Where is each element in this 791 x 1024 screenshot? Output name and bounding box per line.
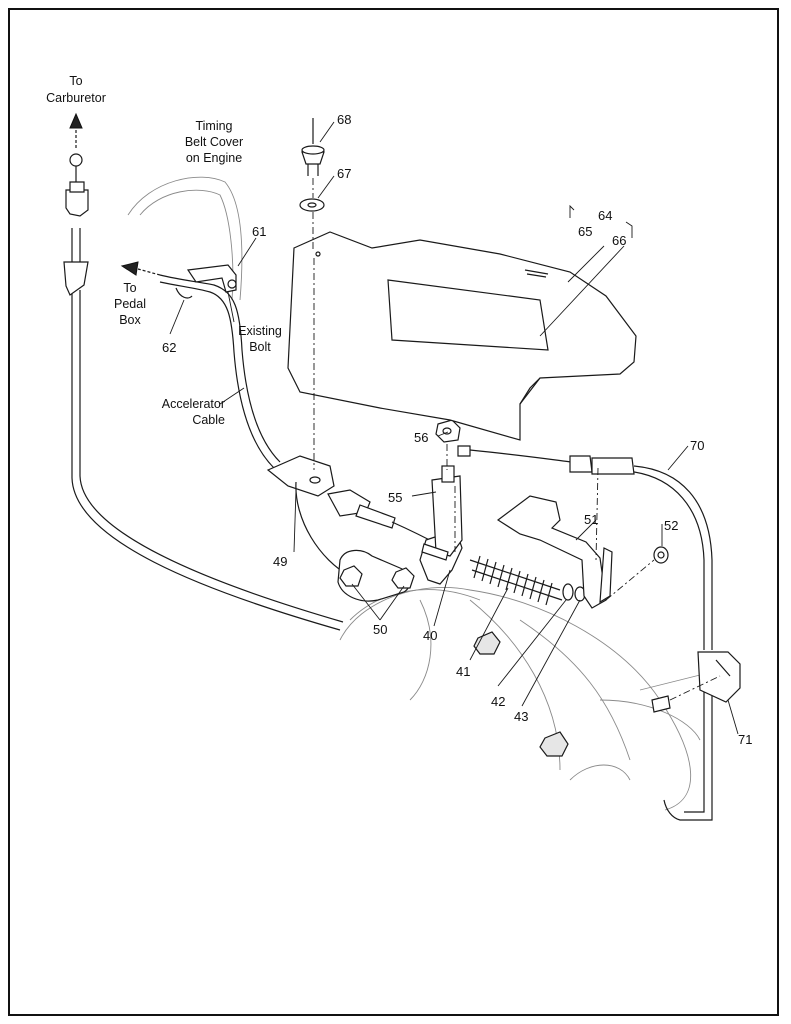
part-number: 68 bbox=[337, 112, 351, 127]
leader-lines bbox=[169, 121, 739, 735]
label-to-carburetor-line2: Carburetor bbox=[46, 91, 106, 105]
label-timing-belt-line3: on Engine bbox=[186, 151, 242, 165]
part-number: 70 bbox=[690, 438, 704, 453]
diagram-frame bbox=[8, 8, 779, 1016]
washer-67 bbox=[299, 198, 325, 212]
left-arrow-icon bbox=[120, 261, 161, 276]
governor-arm bbox=[421, 419, 463, 561]
part-number: 55 bbox=[388, 490, 402, 505]
accelerator-cable bbox=[159, 264, 281, 469]
label-timing-belt-cover: Timing Belt Cover on Engine bbox=[185, 119, 243, 165]
part-number: 50 bbox=[373, 622, 387, 637]
label-existing-bolt-line2: Bolt bbox=[249, 340, 271, 354]
label-to-pedal-line3: Box bbox=[119, 313, 141, 327]
part-number: 62 bbox=[162, 340, 176, 355]
part-numbers: 68 67 64 65 66 61 62 56 55 70 51 52 49 5… bbox=[162, 112, 752, 747]
part-number: 40 bbox=[423, 628, 437, 643]
part-number: 41 bbox=[456, 664, 470, 679]
engine-bolt-heads bbox=[473, 631, 569, 757]
part-number: 61 bbox=[252, 224, 266, 239]
up-arrow-icon bbox=[69, 112, 83, 148]
throttle-rod bbox=[457, 445, 713, 821]
label-existing-bolt-line1: Existing bbox=[238, 324, 282, 338]
part-number: 64 bbox=[598, 208, 612, 223]
label-to-pedal-line1: To bbox=[123, 281, 136, 295]
washer-52 bbox=[653, 546, 669, 564]
label-to-pedal-line2: Pedal bbox=[114, 297, 146, 311]
rivet-68 bbox=[301, 118, 325, 176]
part-number: 67 bbox=[337, 166, 351, 181]
part-number: 56 bbox=[414, 430, 428, 445]
part-number: 71 bbox=[738, 732, 752, 747]
label-to-carburetor: To Carburetor bbox=[46, 74, 106, 105]
cable-clip bbox=[651, 651, 741, 713]
part-number: 52 bbox=[664, 518, 678, 533]
label-timing-belt-line2: Belt Cover bbox=[185, 135, 243, 149]
label-existing-bolt: Existing Bolt bbox=[238, 324, 282, 354]
part-number: 65 bbox=[578, 224, 592, 239]
alignment-centerlines bbox=[312, 178, 721, 701]
label-accelerator-cable: Accelerator Cable bbox=[162, 397, 225, 427]
air-intake-cover bbox=[287, 231, 637, 441]
part-number: 51 bbox=[584, 512, 598, 527]
support-bracket bbox=[496, 495, 613, 609]
label-accelerator-cable-line2: Cable bbox=[192, 413, 225, 427]
part-number: 42 bbox=[491, 694, 505, 709]
part-number: 49 bbox=[273, 554, 287, 569]
label-to-pedal-box: To Pedal Box bbox=[114, 281, 146, 327]
label-accelerator-cable-line1: Accelerator bbox=[162, 397, 225, 411]
part-number: 43 bbox=[514, 709, 528, 724]
label-timing-belt-line1: Timing bbox=[195, 119, 232, 133]
part-number: 66 bbox=[612, 233, 626, 248]
carburetor-cable bbox=[63, 153, 344, 631]
label-to-carburetor-line1: To bbox=[69, 74, 82, 88]
